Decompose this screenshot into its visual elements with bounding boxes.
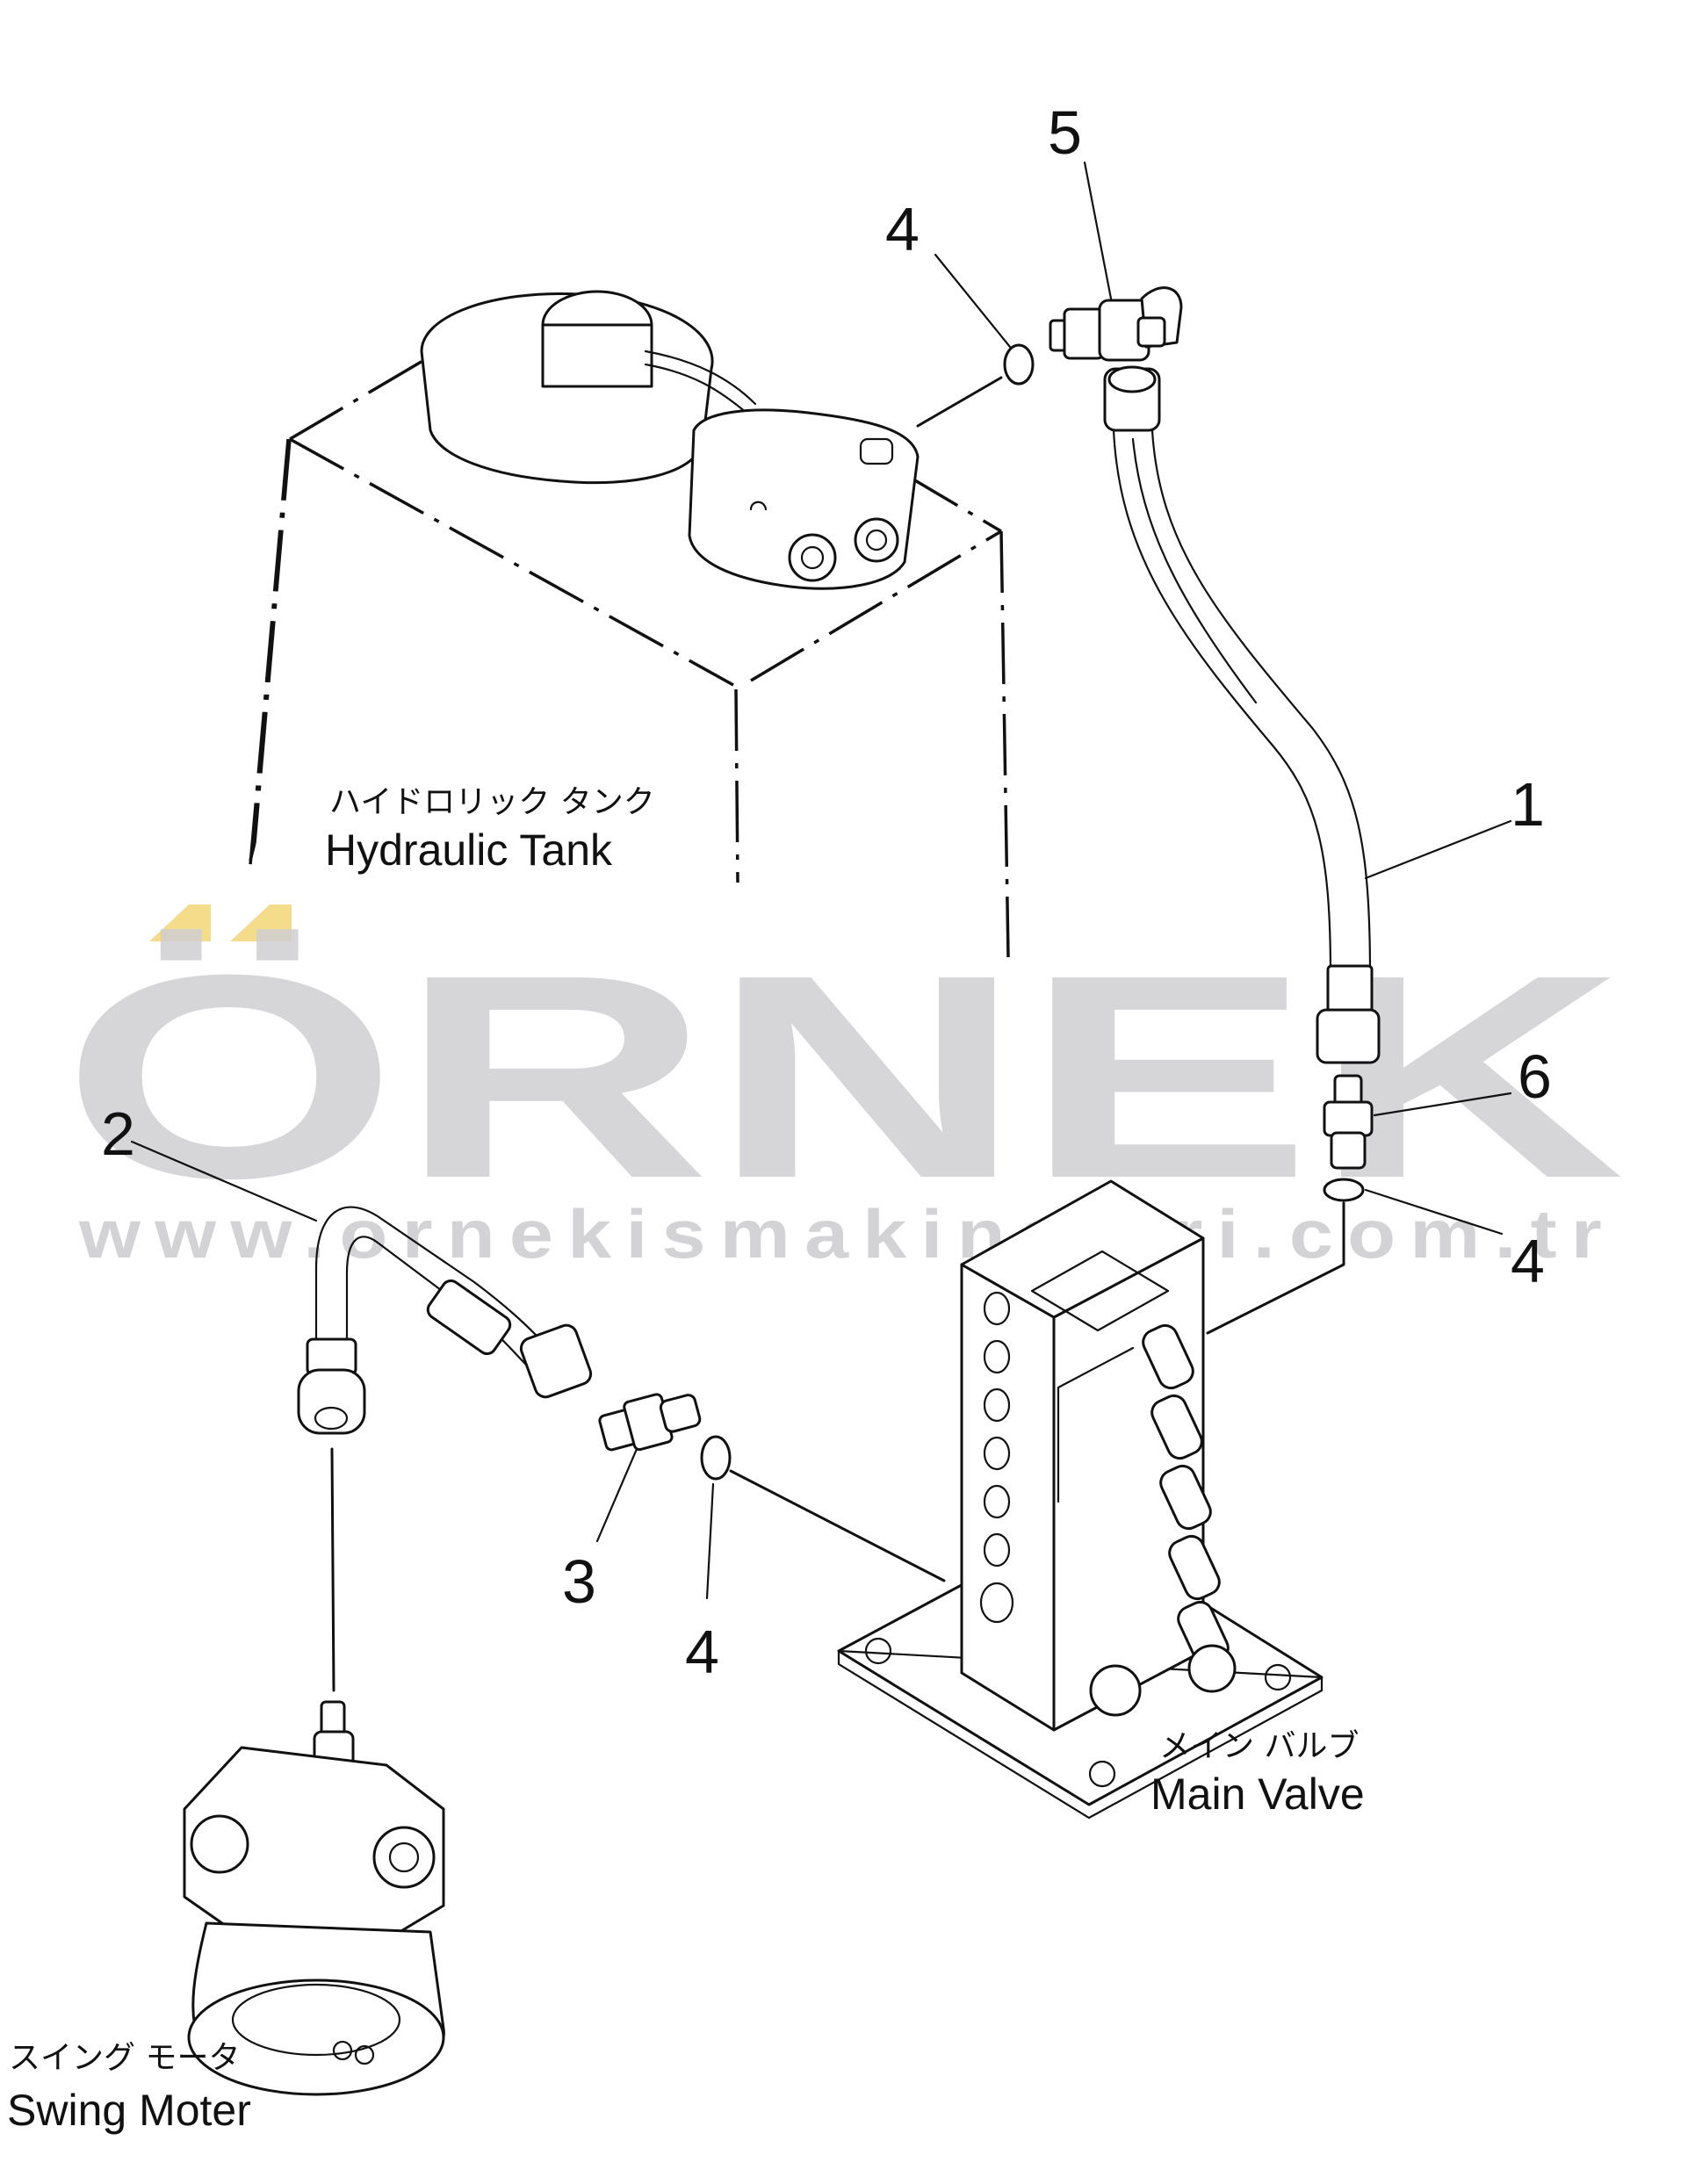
valve-base-plate-edge [837,1649,1324,1820]
tank-top-front [289,437,734,687]
tank-right-edge [999,530,1010,958]
leader-6 [1373,1092,1512,1117]
callout-4-right: 4 [1511,1227,1545,1295]
hose-bottom-ferrule [1326,964,1374,1016]
hose-body-mid [1131,437,1258,704]
callout-4-top: 4 [885,195,920,263]
tube-braid-sleeve [426,1279,512,1356]
hose-body-left [1112,429,1332,977]
valve-inner-phantom [1057,1346,1135,1503]
watermark-url: www.ornekismakinalari.com.tr [78,1195,1616,1272]
tank-left-edge [249,438,290,866]
callout-numbers: 5 4 1 6 4 2 3 4 [101,98,1552,1686]
swing-return-line [297,1206,946,1692]
tank-cap-neck [541,323,653,388]
tank-front-edge [734,688,739,883]
main-valve-label-en: Main Valve [1150,1770,1365,1819]
leader-3 [595,1447,638,1543]
watermark-accent-right [230,905,292,941]
callout-4-bottom: 4 [685,1618,719,1686]
motor-port-right-inner [388,1842,420,1873]
callout-6: 6 [1518,1042,1552,1111]
motor-flange [187,1979,445,2096]
watermark: ÖRNEK www.ornekismakinalari.com.tr [61,905,1625,1272]
upper-return-line [916,286,1381,1335]
tank-top-right [750,530,1002,682]
leader-tank-to-oring [916,376,1003,428]
oring-top [1003,343,1035,386]
callout-2: 2 [101,1099,135,1168]
part-labels: ハイドロリック タンク Hydraulic Tank メイン バルブ Main … [7,784,1365,2135]
tank-top-back [289,350,440,441]
tank-port-2-inner [865,529,888,551]
watermark-accent-left [149,905,211,941]
tank-port-bracket [749,501,768,511]
valve-base-bolt-3 [1264,1663,1292,1691]
hose-body-right [1150,429,1372,977]
callout-leaders [130,161,1512,1600]
valve-lower-port [1187,1644,1237,1693]
hose-top-bore [1107,365,1157,393]
valve-top-plate [1030,1250,1170,1332]
tube-bottom-eye [297,1368,366,1435]
leader-2 [130,1140,318,1222]
tube-left-wall [314,1206,537,1354]
tank-outline-top-left [253,438,292,844]
tank-port-1-inner [800,545,825,570]
leader-1 [1364,819,1512,880]
tank-cap-lines [644,350,757,414]
valve-base-bolt-1 [864,1637,892,1665]
hose-bottom-nut [1316,1008,1381,1064]
leader-4-right [1364,1188,1504,1236]
swing-motor [183,1700,445,2096]
motor-flange-inner [231,1983,401,2057]
connector-6 [1323,1074,1374,1170]
hydraulic-tank [249,290,1010,958]
oring-bottom [700,1435,732,1481]
valve-body-top [960,1179,1205,1319]
connector-3 [598,1393,702,1452]
tank-port-2 [854,517,899,563]
tube-right-wall [345,1236,529,1367]
hydraulic-tank-label-jp: ハイドロリック タンク [329,784,655,820]
callout-5: 5 [1048,98,1082,167]
valve-base-bolt-2 [1088,1760,1116,1788]
swing-motor-label-en: Swing Moter [7,2086,251,2135]
watermark-brand: ÖRNEK [61,914,1625,1238]
swing-motor-label-jp: スイング モータ [9,2040,240,2076]
leader-5 [1083,161,1113,300]
elbow-fitting [1049,286,1183,362]
main-valve [837,1179,1324,1820]
motor-port-left [190,1814,249,1874]
valve-front-ports [979,1291,1014,1624]
leader-4-bottom [705,1482,715,1600]
motor-upper-block [183,1746,445,1947]
main-valve-label-jp: メイン バルブ [1159,1728,1359,1764]
leader-oring-to-valve-left [729,1469,946,1582]
callout-3: 3 [562,1547,596,1616]
tank-port-1 [788,533,837,582]
valve-side-port [1089,1664,1142,1717]
tube-bottom-eye-bore [314,1406,349,1431]
tube-end-nut [519,1323,593,1399]
motor-port-right [372,1826,436,1889]
oring-right [1323,1178,1365,1202]
hose [1103,365,1381,1064]
motor-bolt-2 [354,2044,375,2065]
hydraulic-tank-label-en: Hydraulic Tank [325,825,613,875]
motor-bolt-1 [332,2040,353,2061]
tank-right-top [904,472,1002,533]
leader-oring-to-valve [1206,1201,1345,1335]
valve-spools [1142,1323,1230,1667]
callout-1: 1 [1511,770,1545,839]
leader-tube-to-motor [330,1447,335,1692]
leader-4-top [934,253,1012,349]
tank-return-port [859,437,894,465]
